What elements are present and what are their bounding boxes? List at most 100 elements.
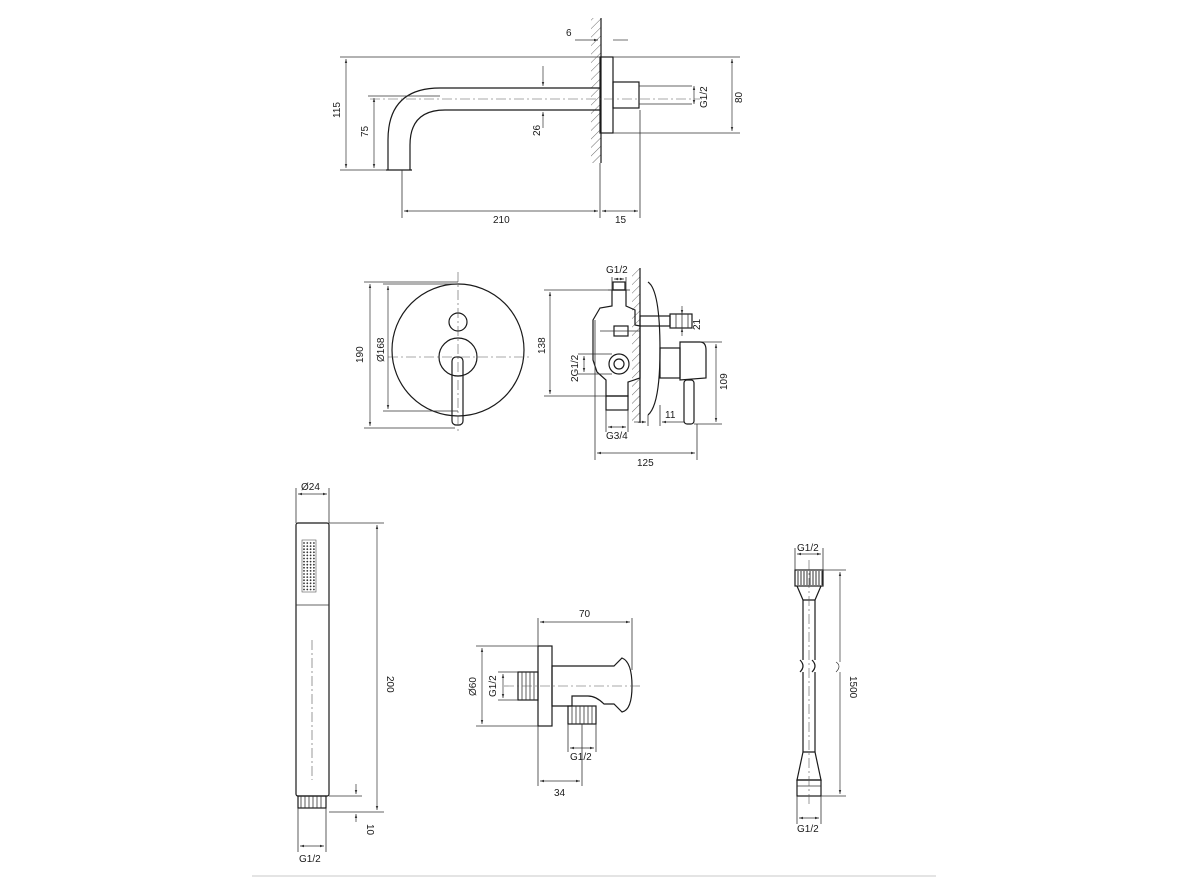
spout-dim-wall: 6 [566,28,572,39]
nozzle-dot [303,570,305,572]
mixer-side-dim-thread-top: G1/2 [606,265,628,276]
nozzle-dot [303,588,305,591]
nozzle-dot [313,548,315,551]
nozzle-dot [306,566,309,569]
spout-dim-depth: 26 [532,124,543,136]
nozzle-dot [309,545,312,547]
nozzle-dot [313,582,315,585]
spout-dim-length: 210 [493,215,510,226]
mixer-side-cover [647,281,661,416]
nozzle-dot [303,576,305,578]
mixer-front-drawing: 190 Ø168 [355,272,530,432]
nozzle-dot [313,566,315,569]
mixer-side-dim-11: 11 [665,410,676,421]
wall-outlet-dim-thread-out: G1/2 [570,752,592,763]
nozzle-dot [313,545,315,547]
nozzle-dot [313,563,315,566]
spout-dim-flange-height: 80 [734,91,745,103]
mixer-side-lever [679,341,707,381]
hose-dim-thread-top: G1/2 [797,543,819,554]
nozzle-dot [309,557,312,560]
hand-shower-dim-diameter: Ø24 [301,482,320,493]
mixer-front-dim-diameter: Ø168 [376,337,387,362]
spray-nozzles [301,539,317,593]
nozzle-dot [306,545,309,547]
nozzle-dot [303,563,305,566]
nozzle-dot [303,585,305,588]
nozzle-dot [313,542,315,544]
nozzle-dot [309,548,312,551]
spout-flange [599,56,614,134]
nozzle-dot [309,573,312,575]
nozzle-dot [313,554,315,557]
mixer-side-dim-thread-bottom: G3/4 [606,431,628,442]
nozzle-dot [309,585,312,588]
nozzle-dot [303,582,305,585]
nozzle-dot [303,551,305,554]
nozzle-dot [303,542,305,544]
nozzle-dot [306,551,309,554]
nozzle-dot [306,588,309,591]
nozzle-dot [313,570,315,572]
hand-shower-drawing: Ø24 200 10 G1/2 [295,482,395,865]
nozzle-dot [313,551,315,554]
mixer-front-dim-height: 190 [355,346,366,363]
hand-shower-body [295,522,330,797]
nozzle-dot [303,573,305,575]
mixer-side-dim-109: 109 [719,373,730,390]
nozzle-dot [303,560,305,563]
spout-drawing: 6 115 75 26 G1/2 80 210 15 [332,18,745,226]
nozzle-dot [309,554,312,557]
nozzle-dot [306,576,309,578]
nozzle-dot [309,560,312,563]
wall-outlet-body [551,657,633,713]
wall-outlet-dim-thread-in: G1/2 [488,675,499,697]
nozzle-dot [313,560,315,563]
spout-body [387,87,600,170]
hose-dim-length: 1500 [847,676,858,699]
nozzle-dot [303,566,305,569]
hand-shower-dim-length: 200 [384,676,395,693]
nozzle-dot [309,542,312,544]
nozzle-dot [313,557,315,560]
nozzle-dot [306,542,309,544]
nozzle-dot [309,551,312,554]
nozzle-dot [313,585,315,588]
nozzle-dot [306,579,309,582]
wall-outlet-dim-offset: 34 [554,788,566,799]
nozzle-dot [309,579,312,582]
wall-outlet-dim-depth: 70 [579,609,591,620]
nozzle-dot [306,573,309,575]
nozzle-dot [309,570,312,572]
nozzle-dot [309,576,312,578]
nozzle-dot [309,582,312,585]
nozzle-dot [309,563,312,566]
mixer-side-drawing: G1/2 138 2G1/2 21 109 11 G3/4 [537,265,730,469]
mixer-side-dim-width: 125 [637,458,654,469]
spout-dim-thread: G1/2 [699,86,710,108]
nozzle-dot [306,554,309,557]
nozzle-dot [313,576,315,578]
nozzle-dot [306,570,309,572]
hose-dim-thread-bottom: G1/2 [797,824,819,835]
nozzle-dot [306,585,309,588]
nozzle-dot [306,563,309,566]
wall-hatch [591,18,601,163]
mixer-side-dim-ports: 2G1/2 [570,354,581,382]
mixer-lever [451,356,464,426]
hand-shower-dim-thread: G1/2 [299,854,321,865]
nozzle-dot [303,579,305,582]
spout-dim-plate: 15 [615,215,627,226]
nozzle-dot [306,560,309,563]
nozzle-dot [309,566,312,569]
nozzle-dot [313,579,315,582]
mixer-side-dim-21: 21 [692,318,703,330]
nozzle-dot [303,554,305,557]
hand-shower-dim-thread-len: 10 [364,824,375,836]
nozzle-dot [303,557,305,560]
nozzle-dot [313,588,315,591]
wall-outlet-dim-diameter: Ø60 [468,677,479,696]
wall-outlet-drawing: 70 Ø60 G1/2 G1/2 34 [468,609,640,799]
nozzle-dot [303,545,305,547]
